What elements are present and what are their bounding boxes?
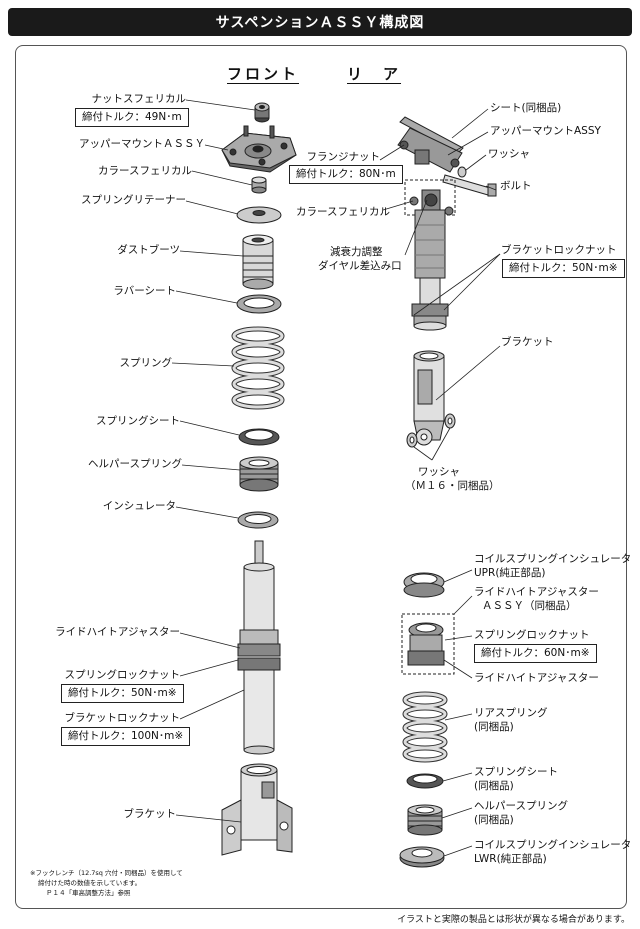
- rear-flange-nut-label: フランジナット: [306, 151, 381, 163]
- rear-damper-part: [411, 189, 449, 331]
- rear-coil-insulator-lwr-label-line2: LWR(純正部品): [474, 853, 547, 865]
- front-bracket-lock-nut-label: ブラケットロックナット: [64, 712, 181, 724]
- rear-damping-dial-label-line1: 減衰力調整: [330, 246, 383, 258]
- rear-spring-label-line1: リアスプリング: [474, 707, 548, 719]
- torque-note-line3: Ｐ１４「車高調整方法」参照: [46, 889, 131, 897]
- front-spring-lock-nut-label: スプリングロックナット: [64, 669, 181, 681]
- front-bracket-lock-torque-box: 締付トルク：100N･m※: [61, 727, 191, 746]
- front-spring-retainer-label: スプリングリテーナー: [81, 194, 186, 206]
- torque-note-line2: 締付けた時の数値を示しています。: [38, 879, 142, 887]
- rear-coil-insulator-upr-label-line2: UPR(純正部品): [474, 567, 546, 579]
- rear-bracket-lock-nut-label: ブラケットロックナット: [501, 244, 617, 256]
- rear-flange-torque-box: 締付トルク：80N･m: [289, 165, 403, 184]
- rear-collar-spherical-label: カラースフェリカル: [296, 206, 390, 218]
- rear-damping-dial-label-line2: ダイヤル差込み口: [318, 260, 402, 272]
- front-nut-spherical-label: ナットスフェリカル: [91, 93, 187, 105]
- rear-coil-insulator-lwr-part: [399, 846, 445, 868]
- front-collar-spherical-part: [251, 176, 267, 194]
- front-helper-spring-label: ヘルパースプリング: [88, 458, 182, 470]
- front-spring-label: スプリング: [119, 357, 173, 369]
- front-upper-mount-part: [221, 125, 297, 173]
- rear-upper-mount-label: アッパーマウントASSY: [490, 125, 601, 137]
- rear-spring-seat-label-line2: (同梱品): [474, 780, 514, 792]
- front-rubber-seat-part: [236, 294, 282, 314]
- rear-spring-lock-nut-label: スプリングロックナット: [474, 629, 590, 641]
- torque-note-line1: ※フックレンチ（12.7sq 穴付・同梱品）を使用して: [30, 869, 183, 877]
- rear-washer-part: [457, 166, 467, 178]
- rear-ride-height-assy-label-line1: ライドハイトアジャスター: [474, 586, 599, 598]
- rear-spring-label-line2: (同梱品): [474, 721, 514, 733]
- rear-bolt-label: ボルト: [500, 180, 532, 192]
- rear-washer-m16-label-line1: ワッシャ: [418, 466, 460, 478]
- front-spring-lock-torque-box: 締付トルク：50N･m※: [61, 684, 184, 703]
- rear-washer-label: ワッシャ: [488, 148, 530, 160]
- front-spring-seat-part: [238, 428, 280, 446]
- front-bracket-label: ブラケット: [123, 808, 177, 820]
- rear-coil-insulator-upr-label-line1: コイルスプリングインシュレータ: [474, 553, 632, 565]
- rear-spring-lock-torque-box: 締付トルク：60N･m※: [474, 644, 597, 663]
- rear-sheet-label: シート(同梱品): [490, 102, 562, 114]
- front-nut-torque-box: 締付トルク：49N･m: [75, 108, 189, 127]
- rear-ride-height-assy-label-line2: ＡＳＳＹ（同梱品）: [482, 600, 577, 612]
- rear-helper-spring-label-line2: (同梱品): [474, 814, 514, 826]
- front-bracket-part: [221, 763, 293, 856]
- front-insulator-label: インシュレータ: [102, 500, 176, 512]
- front-rubber-seat-label: ラバーシート: [113, 285, 176, 297]
- front-collar-spherical-label: カラースフェリカル: [98, 165, 192, 177]
- front-damper-part: [237, 540, 281, 755]
- front-upper-mount-label: アッパーマウントＡＳＳＹ: [79, 138, 205, 150]
- rear-spring-seat-part: [406, 773, 444, 789]
- front-spring-retainer-part: [236, 206, 282, 224]
- rear-coil-insulator-lwr-label-line1: コイルスプリングインシュレータ: [474, 839, 632, 851]
- front-dust-boots-label: ダストブーツ: [117, 244, 180, 256]
- rear-bolt-part: [442, 174, 497, 197]
- rear-bracket-lock-torque-box: 締付トルク：50N･m※: [502, 259, 625, 278]
- front-heading: フロント: [227, 65, 300, 83]
- rear-washer-m16-label-line2: （Ｍ１６・同梱品）: [405, 480, 500, 492]
- rear-washer-m16-part: [406, 413, 456, 448]
- rear-spring-seat-label-line1: スプリングシート: [474, 766, 558, 778]
- leader-lines: [171, 99, 501, 857]
- rear-coil-insulator-upr-part: [403, 572, 445, 598]
- front-helper-spring-part: [239, 456, 279, 492]
- rear-ride-height-adjuster-assy-part: [401, 613, 455, 675]
- diagram-frame: [15, 45, 627, 909]
- front-nut-spherical-part: [254, 102, 270, 123]
- front-ride-height-adjuster-label: ライドハイトアジャスター: [55, 626, 180, 638]
- front-dust-boots-part: [242, 234, 274, 290]
- rear-bracket-part: [413, 350, 445, 446]
- rear-bracket-label: ブラケット: [501, 336, 554, 348]
- rear-helper-spring-part: [407, 804, 443, 836]
- front-insulator-part: [237, 511, 279, 529]
- page-title: サスペンションＡＳＳＹ構成図: [8, 8, 632, 36]
- rear-ride-height-adjuster-label: ライドハイトアジャスター: [474, 672, 599, 684]
- front-spring-seat-label: スプリングシート: [96, 415, 180, 427]
- rear-helper-spring-label-line1: ヘルパースプリング: [474, 800, 568, 812]
- footer-disclaimer: イラストと実際の製品とは形状が異なる場合があります。: [397, 915, 630, 925]
- rear-heading: リ ア: [347, 65, 402, 83]
